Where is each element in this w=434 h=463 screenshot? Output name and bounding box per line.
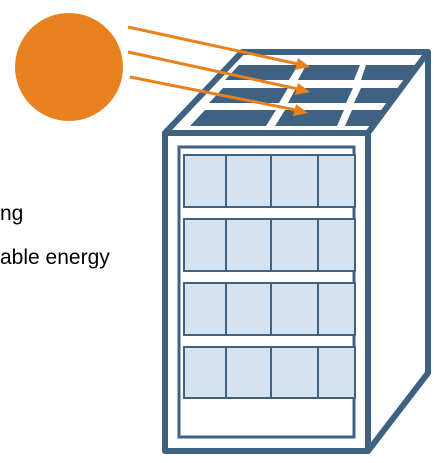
sun-icon <box>15 13 123 121</box>
caption-line-2: able energy <box>0 246 110 269</box>
window-row <box>183 282 356 336</box>
caption-line-1: ng <box>0 202 24 225</box>
solar-panel <box>209 88 288 103</box>
arrowhead-icon <box>293 104 308 116</box>
arrowhead-icon <box>295 58 310 70</box>
solar-panel <box>361 65 418 80</box>
solar-panel <box>298 65 360 80</box>
solar-panel <box>275 110 344 126</box>
sun-rays <box>127 25 310 116</box>
window-row <box>183 218 356 272</box>
solar-panel <box>190 110 276 126</box>
sun-ray-arrow <box>127 25 299 66</box>
window-row <box>183 154 356 208</box>
sun-ray-arrow <box>127 50 299 91</box>
window-grid <box>183 154 356 399</box>
sun-ray-arrow <box>129 75 297 112</box>
window-row <box>183 346 356 399</box>
arrowhead-icon <box>295 83 310 95</box>
